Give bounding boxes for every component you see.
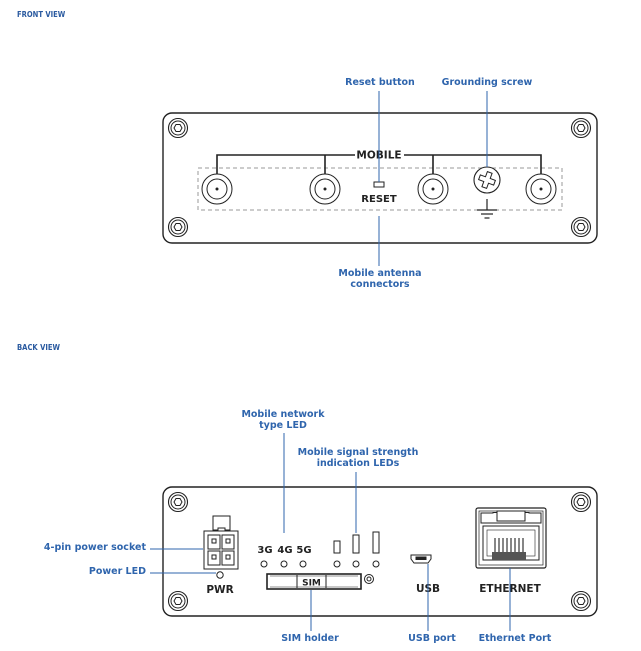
back-leader-lines: [150, 433, 511, 631]
mobile-bracket: [216, 154, 542, 174]
led-3g: [260, 560, 268, 568]
sim-eject-icon: [364, 574, 374, 584]
corner-screw-icon: [167, 590, 189, 612]
corner-screw-icon: [167, 117, 189, 139]
power-socket[interactable]: [203, 515, 239, 570]
ethernet-port-callout: Ethernet Port: [478, 633, 552, 644]
sim-holder-callout: SIM holder: [281, 633, 339, 644]
pwr-label: PWR: [206, 584, 233, 596]
signal-strength-leds: [333, 560, 380, 568]
led-5g: [299, 560, 307, 568]
ground-symbol-icon: [477, 199, 497, 219]
grounding-screw-callout: Grounding screw: [441, 77, 533, 88]
front-view-title: FRONT VIEW: [17, 10, 66, 19]
led-label-4g: 4G: [277, 545, 292, 556]
signal-bar-1: [333, 540, 341, 554]
antenna-connector-icon: [417, 173, 449, 205]
antenna-connector-icon: [201, 173, 233, 205]
sim-label: SIM: [302, 579, 321, 589]
back-view-title: BACK VIEW: [17, 343, 61, 352]
power-led: [216, 571, 224, 579]
ethernet-port[interactable]: [475, 507, 547, 569]
reset-label: RESET: [361, 194, 397, 205]
power-led-callout: Power LED: [88, 566, 146, 577]
antenna-connector-icon: [309, 173, 341, 205]
signal-led-callout: Mobile signal strength indication LEDs: [293, 447, 423, 469]
corner-screw-icon: [570, 491, 592, 513]
signal-strength-bars: [333, 531, 380, 554]
network-type-leds: [260, 560, 307, 568]
signal-bar-2: [352, 534, 360, 554]
corner-screw-icon: [570, 117, 592, 139]
signal-bar-3: [372, 531, 380, 554]
back-panel: PWR 3G 4G 5G SIM: [162, 486, 598, 617]
front-leader-lines: [378, 91, 488, 266]
signal-led-callout-line1: Mobile signal strength: [297, 447, 419, 458]
mobile-antenna-callout-line1: Mobile antenna: [338, 268, 422, 279]
antenna-connector-icon: [525, 173, 557, 205]
signal-led-3: [372, 560, 380, 568]
antenna-area-outline: [197, 167, 563, 211]
led-label-5g: 5G: [296, 545, 311, 556]
signal-led-1: [333, 560, 341, 568]
network-led-callout-line1: Mobile network: [241, 409, 325, 420]
mobile-antenna-callout: Mobile antenna connectors: [330, 268, 430, 290]
signal-led-2: [352, 560, 360, 568]
led-4g: [280, 560, 288, 568]
power-socket-callout: 4-pin power socket: [43, 542, 146, 553]
corner-screw-icon: [167, 216, 189, 238]
corner-screw-icon: [167, 491, 189, 513]
reset-button-callout: Reset button: [345, 77, 415, 88]
corner-screw-icon: [570, 216, 592, 238]
network-led-callout: Mobile network type LED: [233, 409, 333, 431]
usb-port-callout: USB port: [408, 633, 456, 644]
led-label-3g: 3G: [257, 545, 272, 556]
front-panel: MOBILE RESET: [162, 112, 598, 244]
usb-port[interactable]: [410, 554, 432, 564]
network-led-callout-line2: type LED: [259, 420, 307, 431]
grounding-screw-icon: [473, 166, 501, 194]
signal-led-callout-line2: indication LEDs: [316, 458, 400, 469]
mobile-antenna-callout-line2: connectors: [350, 279, 410, 290]
sim-holder[interactable]: [266, 573, 362, 590]
reset-button[interactable]: [373, 181, 385, 188]
corner-screw-icon: [570, 590, 592, 612]
